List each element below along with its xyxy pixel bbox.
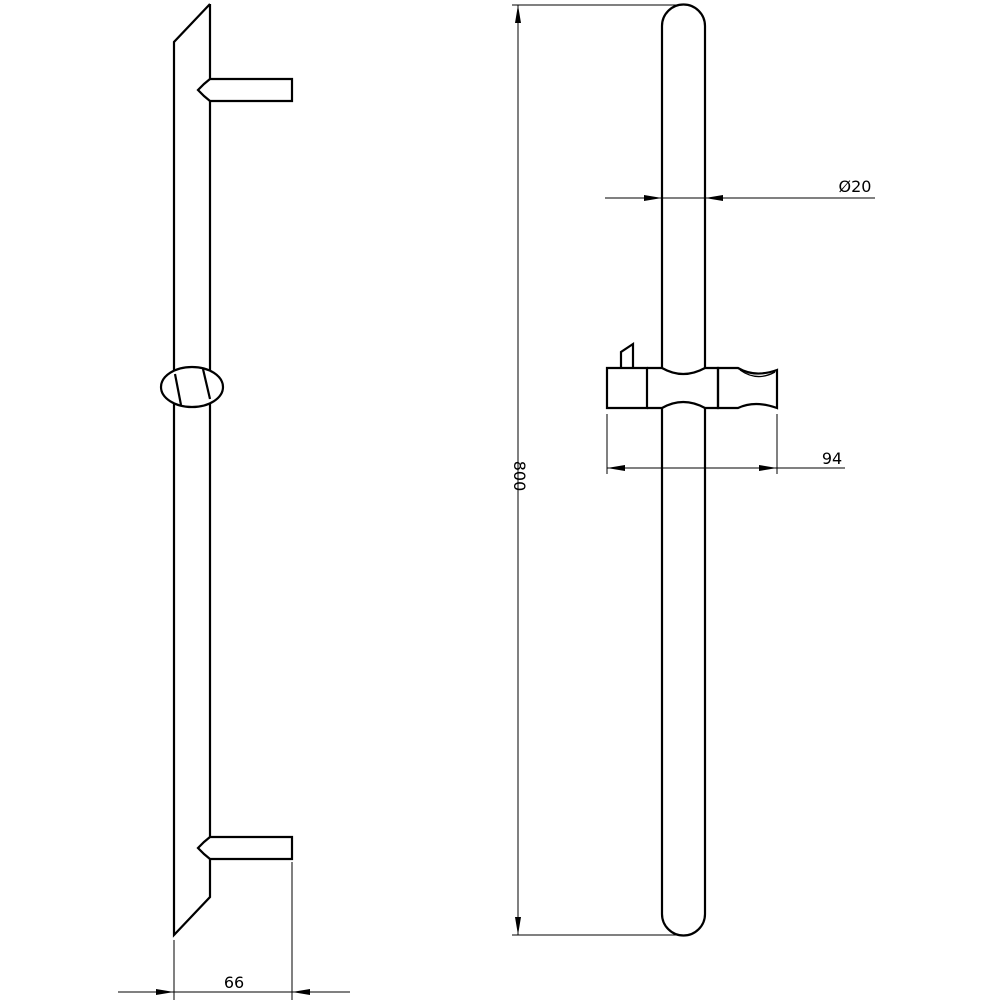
rail-rod [660,3,707,937]
width-extension-lines [173,862,293,1000]
side-view: 66 [118,3,350,1000]
top-bracket [196,77,294,103]
height-label: 800 [510,461,529,492]
slider-width-label: 94 [822,449,842,468]
slider-arrows [607,465,777,471]
bottom-bracket [196,835,294,861]
diameter-arrows [644,195,723,201]
slider-knob-detail [173,368,212,406]
width-label: 66 [224,973,244,992]
slider-knob [159,365,225,409]
slider-holder [605,341,779,410]
wall-bar-outline [172,3,212,938]
height-extension-lines [512,4,684,936]
diameter-label: Ø20 [839,177,872,196]
slider-extension-lines [606,414,778,474]
front-view: 800 Ø20 94 [510,3,875,937]
